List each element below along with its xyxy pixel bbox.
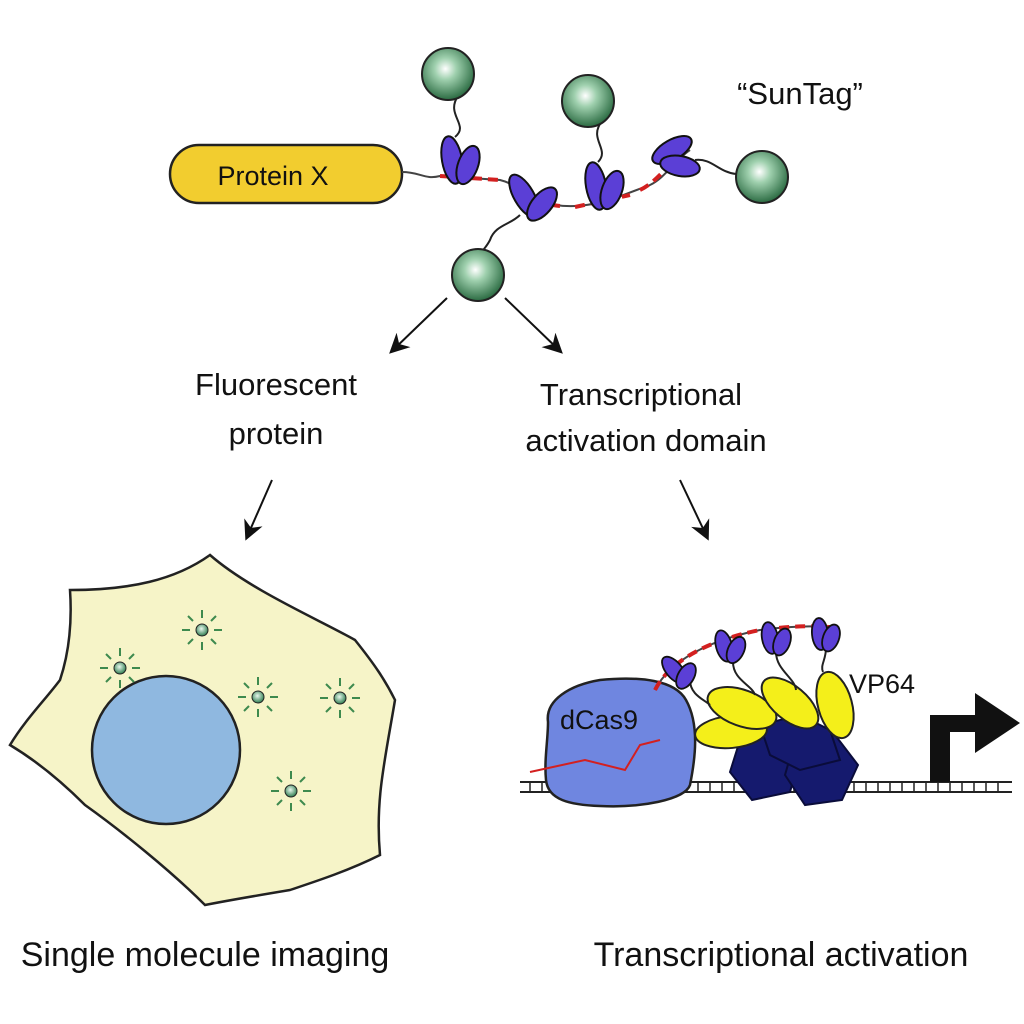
gfp-spheres	[421, 47, 789, 302]
protein-x-capsule	[168, 143, 404, 205]
dcas9-protein	[544, 677, 697, 808]
vp64-domains	[694, 670, 855, 750]
fluorescent-spot	[238, 677, 278, 717]
scfv-antibodies	[440, 135, 701, 222]
flow-arrows	[244, 297, 710, 541]
fluorescent-label-line1: Fluorescent	[195, 367, 357, 402]
cell-illustration	[8, 553, 397, 907]
arrow-to-fluorescent	[389, 297, 448, 354]
transcriptional-activation-label: Transcriptional activation	[594, 936, 969, 974]
fluorescent-spot	[320, 678, 360, 718]
fluorescent-label-line2: protein	[229, 416, 324, 451]
gfp-sphere	[451, 248, 505, 302]
arrow-to-activation	[679, 479, 710, 541]
protein-x: Protein X	[168, 143, 404, 205]
activation-illustration: dCas9	[520, 617, 1020, 808]
arrow-to-imaging	[244, 479, 273, 541]
arc-antibodies	[661, 617, 841, 690]
suntag-construct: Protein X	[168, 47, 863, 302]
protein-x-label: Protein X	[217, 161, 328, 191]
gfp-sphere	[561, 74, 615, 128]
fluorescent-spot	[271, 771, 311, 811]
nucleus	[90, 674, 242, 826]
fluorescent-spots	[100, 610, 360, 811]
tad-label-line1: Transcriptional	[540, 377, 742, 412]
single-molecule-imaging-label: Single molecule imaging	[21, 936, 390, 974]
guide-rna	[529, 739, 661, 773]
arrow-to-activation-domain	[504, 297, 563, 354]
fluorescent-spot	[100, 648, 140, 688]
gfp-sphere	[735, 150, 789, 204]
transcription-machinery	[728, 713, 860, 807]
suntag-label: “SunTag”	[737, 76, 863, 111]
dcas9-label: dCas9	[560, 705, 638, 735]
gfp-sphere	[421, 47, 475, 101]
fluorescent-spot	[182, 610, 222, 650]
transcription-start-arrow	[930, 693, 1020, 782]
vp64-label: VP64	[849, 669, 915, 699]
tad-label-line2: activation domain	[525, 423, 766, 458]
